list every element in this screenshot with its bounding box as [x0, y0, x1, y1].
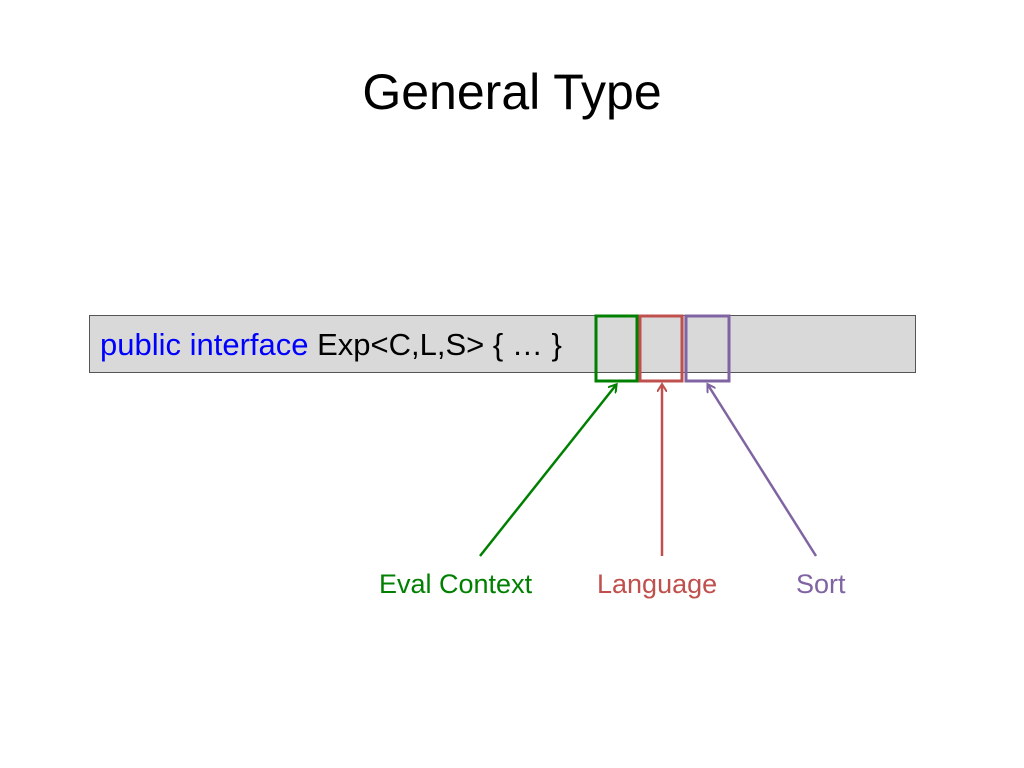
sort-arrow [708, 385, 818, 557]
slide-title: General Type [362, 64, 662, 120]
code-signature: Exp<C,L,S> { … } [308, 327, 562, 362]
eval-context-arrow [479, 385, 616, 557]
code-keyword: public interface [100, 327, 309, 362]
code-line: public interface Exp<C,L,S> { … } [100, 325, 562, 365]
code-box [89, 315, 916, 373]
eval-context-label: Eval Context [379, 569, 533, 599]
language-label: Language [597, 569, 718, 599]
sort-label: Sort [796, 569, 846, 599]
